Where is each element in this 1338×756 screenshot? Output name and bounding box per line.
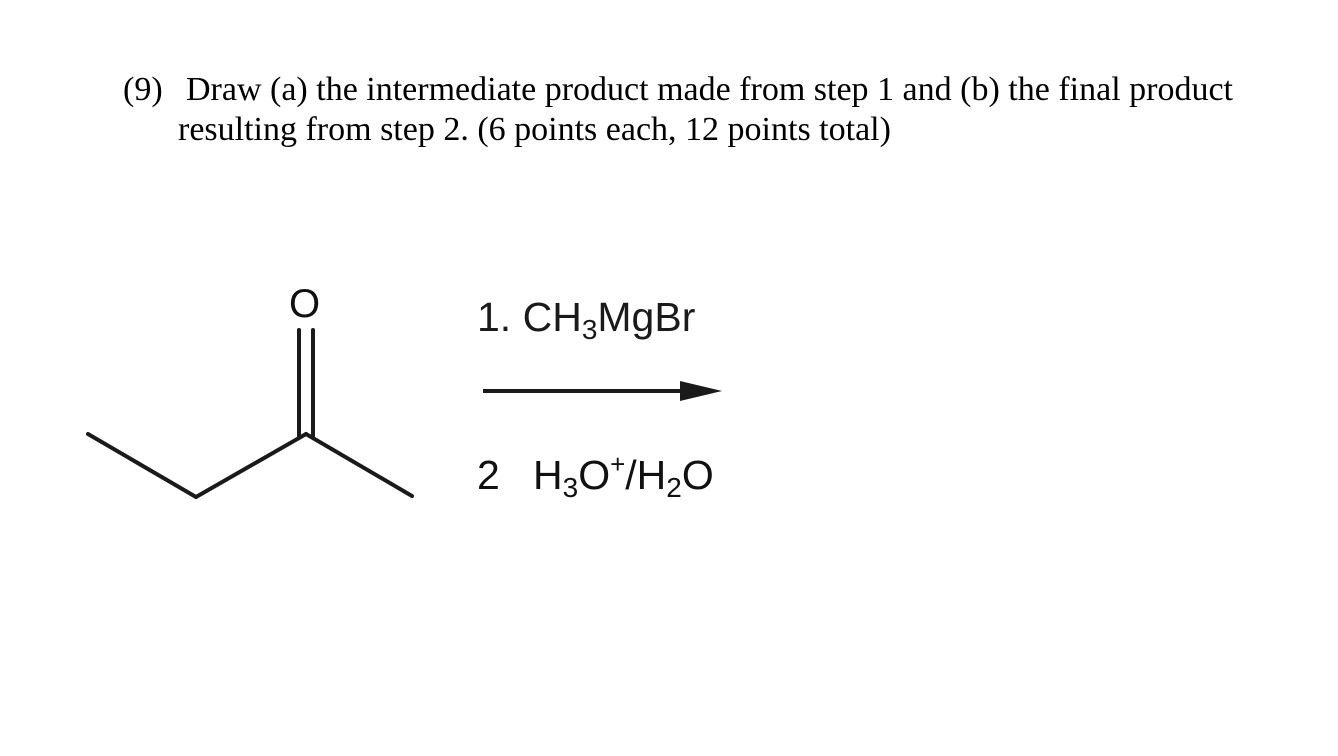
step-2-number: 2 <box>477 452 500 498</box>
water-subscript: 2 <box>666 472 682 503</box>
question-line-1-text: Draw (a) the intermediate product made f… <box>186 71 1233 108</box>
question-line-1: (9) Draw (a) the intermediate product mad… <box>123 70 1323 110</box>
grignard-formula-subscript: 3 <box>581 314 598 345</box>
reagent-step-1: 1. CH3MgBr <box>477 293 695 354</box>
hydronium-h: H <box>533 452 563 498</box>
grignard-formula-post: MgBr <box>597 294 696 340</box>
bond-c2-c3 <box>194 432 308 499</box>
water-h: /H <box>625 452 667 498</box>
bond-c1-c2 <box>86 432 198 499</box>
bond-c3-c4 <box>304 432 414 498</box>
oxygen-atom-label: O <box>289 282 321 326</box>
question-text: (9) Draw (a) the intermediate product mad… <box>123 70 1323 150</box>
question-number: (9) <box>123 71 163 108</box>
arrow-head <box>680 381 722 401</box>
reaction-arrow <box>483 381 722 401</box>
water-o: O <box>681 452 714 498</box>
hydronium-subscript: 3 <box>562 472 579 503</box>
grignard-formula-pre: CH <box>522 294 582 340</box>
step-1-number: 1. <box>477 294 512 340</box>
butanone-skeleton <box>86 328 414 499</box>
question-line-2: resulting from step 2. (6 points each, 1… <box>178 111 891 148</box>
hydronium-o: O <box>578 452 611 498</box>
hydronium-charge: + <box>610 449 626 479</box>
